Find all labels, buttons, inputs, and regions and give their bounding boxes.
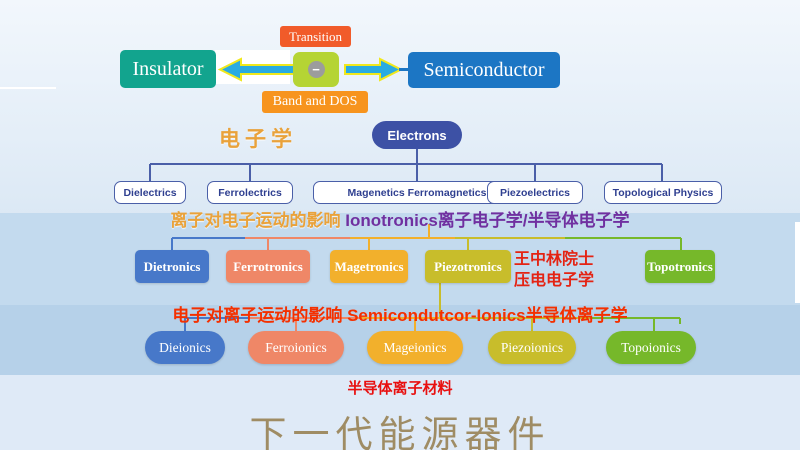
minus-glyph: − [312, 62, 320, 77]
semiconductor-ionics-heading: 电子对离子运动的影响 Semicondutcor-Ionics半导体离子学 [0, 301, 800, 326]
ionotronics-heading: 离子对电子运动的影响 Ionotronics离子电子学/半导体电子学 [0, 206, 800, 231]
tronics-box-dietronics: Dietronics [135, 250, 209, 283]
electrons-node: Electrons [372, 121, 462, 149]
tronics-box-piezotronics: Piezotronics [425, 250, 511, 283]
tronics-box-magetronics: Magetronics [330, 250, 408, 283]
background-band-3 [0, 375, 800, 450]
electrons-label: Electrons [387, 127, 447, 143]
ionotronics-en-label: Ionotronics [345, 211, 438, 230]
transition-box: Transition [280, 26, 351, 47]
band-and-dos-box: Band and DOS [262, 91, 368, 113]
minus-icon: − [307, 61, 325, 78]
annotation-line-2: 压电电子学 [514, 272, 595, 289]
piezotronics-annotation: 王中林院士 压电电子学 [514, 249, 624, 291]
right-arrow-icon [344, 57, 404, 82]
ionics-cn-prefix: 电子对离子运动的影响 [172, 306, 348, 325]
ionics-pill-ferroionics: Ferroionics [248, 331, 344, 364]
ionotronics-cn-prefix: 离子对电子运动的影响 [170, 211, 346, 230]
ionics-tree [184, 317, 681, 331]
ionics-pill-mageionics: Mageionics [367, 331, 463, 364]
ionics-pill-piezoionics: Piezoionics [488, 331, 576, 364]
electronics-cn-label: 电子学 [219, 128, 297, 151]
semiconductor-label: Semiconductor [423, 58, 545, 81]
tronics-box-ferrotronics: Ferrotronics [226, 250, 310, 283]
insulator-box: Insulator [120, 50, 216, 88]
branch-box-magenetics: Magenetics Ferromagnetics [313, 181, 521, 204]
ionics-pill-dieionics: Dieionics [145, 331, 225, 364]
tronics-tree [171, 224, 682, 250]
branch-box-topological-physics: Topological Physics [604, 181, 722, 204]
tronics-box-topotronics: Topotronics [645, 250, 715, 283]
decorative-white-line [0, 87, 56, 89]
branch-box-piezoelectrics: Piezoelectrics [487, 181, 583, 204]
branch-box-dielectrics: Dielectrics [114, 181, 186, 204]
ionics-pill-topoionics: Topoionics [606, 331, 696, 364]
ionics-en-label: Semicondutcor-Ionics [347, 306, 526, 325]
ionics-cn-suffix: 半导体离子学 [525, 306, 628, 325]
materials-label: 半导体离子材料 [347, 380, 453, 397]
decorative-white-strip [795, 222, 800, 303]
left-arrow-icon [217, 57, 297, 82]
annotation-line-1: 王中林院士 [514, 251, 595, 268]
electron-minus-node: − [293, 52, 339, 87]
transition-label: Transition [289, 28, 342, 44]
ionotronics-cn-suffix: 离子电子学/半导体电子学 [437, 211, 630, 230]
semiconductor-box: Semiconductor [408, 52, 560, 88]
slide-title: 下一代能源器件 [249, 415, 551, 450]
insulator-label: Insulator [132, 57, 204, 80]
electrons-tree [149, 149, 663, 181]
arrow-connector-line [399, 68, 408, 71]
band-and-dos-label: Band and DOS [272, 94, 358, 109]
branch-box-ferrolectrics: Ferrolectrics [207, 181, 293, 204]
